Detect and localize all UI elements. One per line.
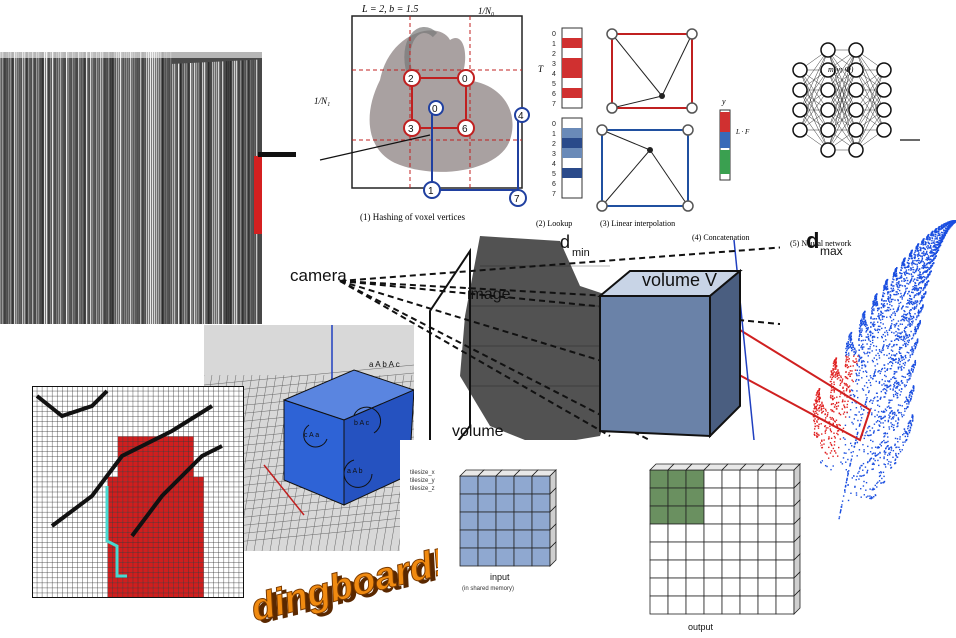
logo-svg: dingboard! dingboard! — [238, 538, 438, 628]
input-cube — [460, 470, 556, 566]
table-row-index: 4 — [552, 161, 556, 168]
logo-text: dingboard! — [247, 541, 438, 628]
cell-size-top: 1/N₀ — [478, 6, 494, 16]
mlp-label: m(y; Φ) — [828, 65, 854, 74]
lookup-table-red — [562, 28, 582, 108]
barcode-pattern — [0, 52, 262, 324]
interp-square-blue — [602, 130, 688, 206]
table-row-index: 3 — [552, 151, 556, 158]
tile-side-label: tilesize_y — [410, 478, 435, 484]
table-row-index: 3 — [552, 61, 556, 68]
vertex-label: 4 — [518, 111, 524, 122]
table-row-index: 0 — [552, 121, 556, 128]
tile-figure: tilesize_x tilesize_y tilesize_z input (… — [380, 440, 820, 633]
vertex-label: 1 — [428, 186, 434, 197]
tile-side-label: tilesize_z — [410, 486, 435, 492]
voxel-blob — [460, 236, 620, 446]
output-label: output — [688, 622, 714, 632]
table-row-index: 2 — [552, 51, 556, 58]
hash-params: L = 2, b = 1.5 — [361, 4, 418, 15]
table-row-index: 6 — [552, 181, 556, 188]
volume-small-label: volume — [452, 423, 504, 440]
input-sub-label: (in shared memory) — [462, 586, 514, 592]
d-max-label-overlay: d — [806, 228, 819, 254]
table-row-index: 1 — [552, 131, 556, 138]
table-row-index: 5 — [552, 81, 556, 88]
concat-vector — [720, 110, 730, 180]
image-label: image — [467, 286, 511, 303]
cell-size-left: 1/N₁ — [314, 96, 330, 106]
d-min-label: d — [560, 232, 570, 252]
interp-square-red — [612, 34, 692, 108]
volume-cube — [600, 296, 710, 436]
tile-side-label: tilesize_x — [410, 470, 435, 476]
volume-v-label: volume V — [642, 270, 717, 290]
dingboard-logo: dingboard! dingboard! — [238, 538, 438, 628]
table-row-index: 1 — [552, 41, 556, 48]
pixel-art-grid — [32, 386, 244, 598]
d-max-sub: max — [820, 244, 843, 258]
input-label: input — [490, 572, 510, 582]
table-row-index: 6 — [552, 91, 556, 98]
hash-encoding-figure: 2 0 0 3 6 1 7 4 L = 2, b = 1.5 1/N₀ 1/N₁… — [300, 0, 956, 250]
hash-figure-svg: 2 0 0 3 6 1 7 4 L = 2, b = 1.5 1/N₀ 1/N₁… — [300, 0, 956, 250]
output-cube — [650, 464, 800, 614]
table-row-index: 0 — [552, 31, 556, 38]
barcode-black-bar — [258, 152, 296, 157]
vertex-label: 2 — [408, 74, 414, 85]
d-min-sub: min — [572, 247, 590, 259]
lookup-table-blue — [562, 118, 582, 198]
y-label: y — [721, 97, 726, 106]
vertex-label: 0 — [462, 74, 468, 85]
concat-label: L · F — [735, 128, 750, 136]
mlp-network — [793, 43, 920, 157]
vertex-label: 7 — [514, 194, 520, 205]
caption-hashing: (1) Hashing of voxel vertices — [360, 212, 465, 222]
pixel-svg — [32, 386, 244, 598]
table-row-index: 4 — [552, 71, 556, 78]
vertex-label: 0 — [432, 104, 438, 115]
table-row-index: 7 — [552, 101, 556, 108]
table-row-index: 2 — [552, 141, 556, 148]
barcode-red-strip — [254, 156, 262, 234]
table-size-label: T — [538, 64, 544, 74]
camera-label: camera — [290, 266, 347, 285]
vertex-label: 6 — [462, 124, 468, 135]
vertex-label: 3 — [408, 124, 414, 135]
tile-svg: tilesize_x tilesize_y tilesize_z input (… — [380, 440, 820, 633]
table-row-index: 5 — [552, 171, 556, 178]
table-row-index: 7 — [552, 191, 556, 198]
bunny-shape — [370, 30, 513, 172]
